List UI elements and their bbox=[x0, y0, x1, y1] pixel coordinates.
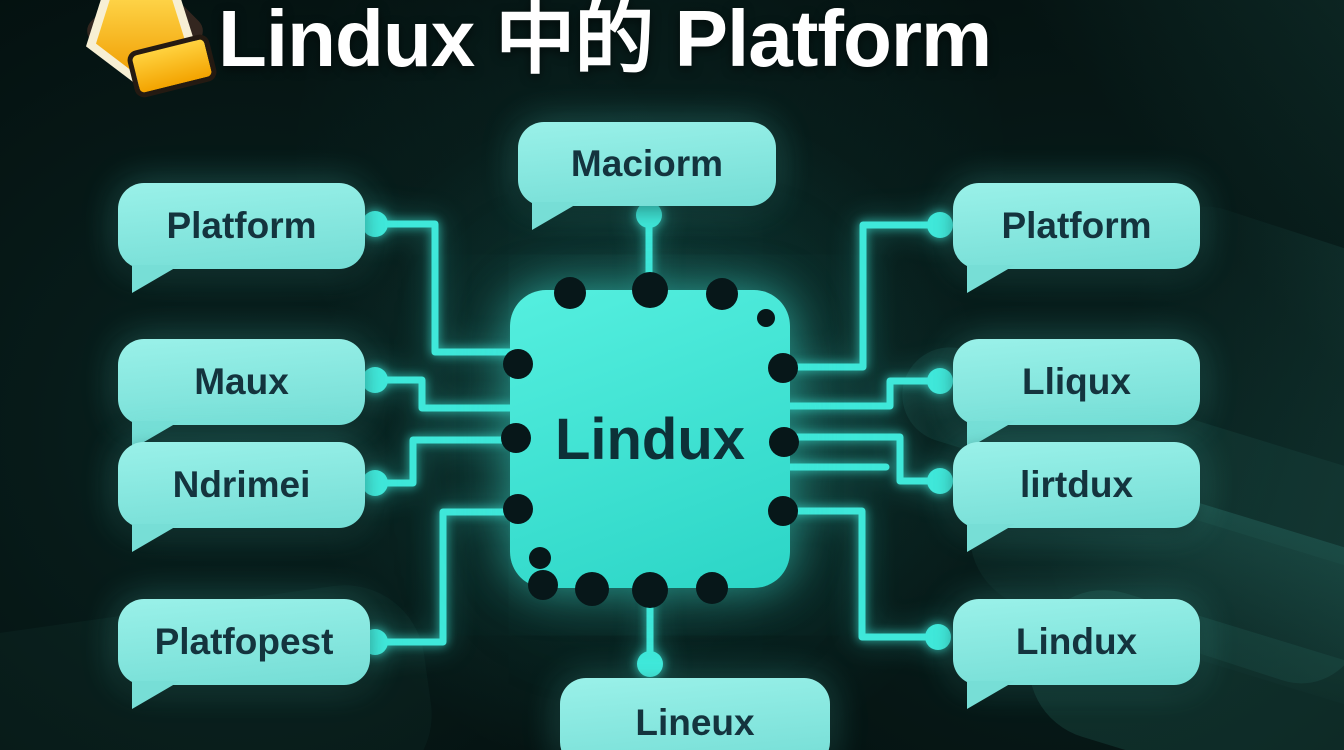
node-label: Maciorm bbox=[570, 143, 724, 184]
connector-dot bbox=[927, 368, 953, 394]
node-platform-left: Platform bbox=[118, 183, 365, 293]
connector-dot bbox=[637, 651, 663, 677]
node-label: Lindux bbox=[1015, 621, 1138, 662]
node-ndrimei: Ndrimei bbox=[118, 442, 365, 552]
trace-left-ndrimei bbox=[371, 436, 518, 487]
chip-pin bbox=[575, 572, 609, 606]
node-label: Platfopest bbox=[154, 621, 334, 662]
chip-pin bbox=[696, 572, 728, 604]
node-label: Lineux bbox=[635, 702, 755, 743]
node-label: Ndrimei bbox=[172, 464, 311, 505]
chip-inner-dot bbox=[529, 547, 551, 569]
chip-label: Lindux bbox=[554, 406, 746, 472]
chip-pin bbox=[503, 349, 533, 379]
connector-dot bbox=[925, 624, 951, 650]
trace-right-lirtdux bbox=[784, 433, 942, 485]
chip-inner-dot bbox=[757, 309, 775, 327]
page-title: Lindux 中的 Platform bbox=[218, 0, 992, 83]
chip-pin bbox=[768, 496, 798, 526]
chip-pin bbox=[554, 277, 586, 309]
trace-left-platform bbox=[371, 220, 518, 356]
node-lirtdux: lirtdux bbox=[953, 442, 1200, 552]
chip-pin bbox=[706, 278, 738, 310]
node-label: Lliqux bbox=[1022, 361, 1131, 402]
node-platform-right: Platform bbox=[953, 183, 1200, 293]
lindux-logo-icon bbox=[81, 0, 219, 100]
connector-dot bbox=[927, 212, 953, 238]
chip-pin bbox=[632, 272, 668, 308]
node-label: Maux bbox=[194, 361, 289, 402]
trace-right-lindux bbox=[782, 507, 940, 641]
chip-pin bbox=[768, 353, 798, 383]
node-maciorm: Maciorm bbox=[518, 122, 776, 230]
connector-dot bbox=[362, 211, 388, 237]
chip-pin bbox=[503, 494, 533, 524]
connector-dot bbox=[927, 468, 953, 494]
connector-dot bbox=[362, 470, 388, 496]
chip-pin bbox=[528, 570, 558, 600]
chip-pin bbox=[769, 427, 799, 457]
trace-right-platform bbox=[782, 221, 942, 371]
node-label: Platform bbox=[166, 205, 317, 246]
node-lindux-right: Lindux bbox=[953, 599, 1200, 709]
node-maux: Maux bbox=[118, 339, 365, 449]
trace-left-maux bbox=[371, 376, 518, 412]
node-lineux: Lineux bbox=[560, 678, 830, 750]
chip-pin bbox=[632, 572, 668, 608]
trace-left-platfopest bbox=[371, 508, 524, 646]
chip-pin bbox=[501, 423, 531, 453]
connector-dot bbox=[636, 202, 662, 228]
chip-lindux: Lindux bbox=[501, 272, 799, 608]
node-label: Platform bbox=[1001, 205, 1152, 246]
node-platfopest: Platfopest bbox=[118, 599, 370, 709]
connector-dot bbox=[362, 367, 388, 393]
node-lliqux: Lliqux bbox=[953, 339, 1200, 449]
node-label: lirtdux bbox=[1019, 464, 1134, 505]
trace-right-lliqux bbox=[784, 377, 942, 410]
